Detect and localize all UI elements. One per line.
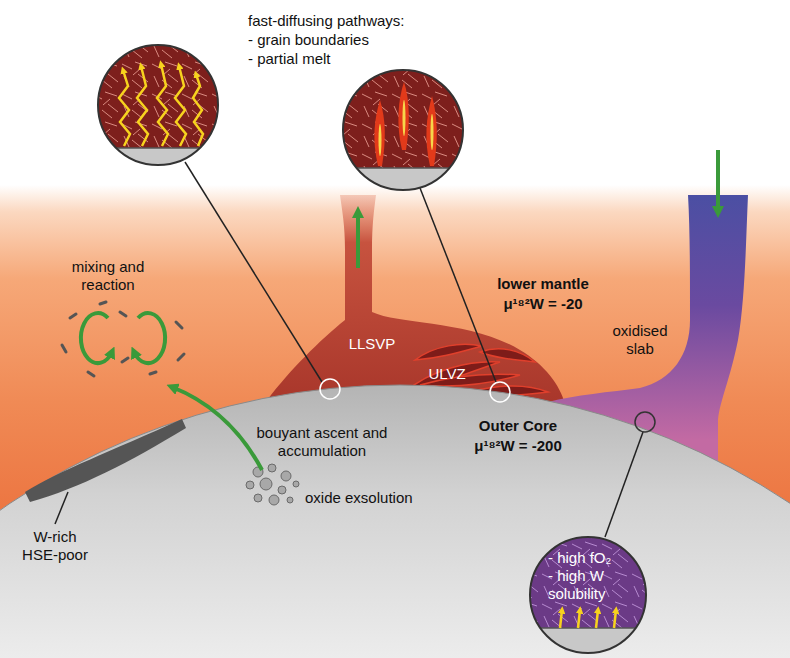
grain-boundary-inset (98, 45, 218, 165)
slab-inset (530, 627, 646, 629)
inset-circle: - high fO₂- high W solubility (546, 548, 644, 604)
slab-inset (530, 537, 646, 653)
mixing-dashes (176, 322, 182, 328)
grain-boundary-inset (193, 74, 203, 146)
ulvz-patches (480, 349, 535, 362)
slab-inset (596, 610, 598, 628)
slab-inset (530, 537, 646, 653)
callout-circles (635, 412, 655, 432)
slab-inset (560, 610, 616, 628)
mixing-dashes (178, 354, 184, 360)
inset-heading: fast-diffusing pathways: (248, 12, 404, 30)
leader-lines (55, 492, 68, 524)
slab-inset (614, 610, 616, 628)
flow-arrows (356, 212, 360, 268)
grain-boundary-inset (157, 64, 168, 146)
grain-boundary-inset (98, 45, 218, 168)
mixing-arrows (81, 313, 165, 363)
slab-inset (530, 537, 646, 654)
w-rich-deposit (25, 419, 186, 502)
slab-inset (530, 537, 646, 654)
partial-melt-inset (379, 100, 434, 156)
oxide-droplets (269, 495, 279, 505)
oxide-droplets (281, 471, 291, 481)
node-text: LLSVP (349, 335, 396, 353)
grain-boundary-inset (98, 45, 218, 165)
region-label: ULVZ (428, 365, 465, 383)
slab-inset (530, 628, 646, 654)
leader-lines (420, 188, 496, 382)
mixing-dashes (88, 372, 94, 376)
grain-boundary-inset (137, 66, 148, 146)
slab-inset (560, 610, 562, 628)
flow-arrows (172, 387, 262, 470)
partial-melt-inset (374, 100, 384, 166)
process-label: mixing and reaction (52, 258, 164, 294)
region-label: Outer Core (479, 417, 557, 435)
flow-arrows (716, 150, 720, 212)
isotope-value: μ¹⁸²W = -200 (474, 437, 562, 455)
oxide-droplets (246, 481, 254, 489)
node-text: oxidised slab (603, 322, 677, 358)
llsvp-region: LLSVP (347, 334, 398, 354)
oxide-droplets (246, 464, 299, 505)
node-text: - high W solubility (548, 567, 642, 603)
mixing-dashes (150, 372, 156, 374)
mixing-dashes (100, 302, 106, 304)
oxide-droplets (287, 497, 293, 503)
grain-boundary-inset (98, 45, 218, 168)
mixing-arrows (134, 313, 165, 363)
partial-melt-inset (403, 100, 406, 136)
grain-boundary-inset (175, 66, 186, 146)
oxide-droplets (254, 494, 262, 502)
oxide-droplets (293, 481, 299, 487)
slab-region: oxidised slab (601, 321, 679, 359)
leader-lines (185, 162, 322, 382)
partial-melt-inset (343, 167, 463, 169)
partial-melt-inset (426, 96, 436, 166)
mixing-dashes (122, 358, 128, 362)
callout-circles (320, 379, 340, 399)
flow-arrows (172, 150, 718, 470)
ulvz-patches (415, 344, 482, 360)
grain-boundary-inset (119, 70, 130, 146)
leader-lines (605, 432, 643, 537)
partial-melt-inset (343, 70, 463, 190)
partial-melt-inset (379, 124, 382, 156)
oxide-droplets (268, 464, 276, 472)
process-label: bouyant ascent and accumulation (252, 424, 392, 460)
mixing-dashes (120, 312, 126, 316)
grain-boundary-inset (119, 64, 203, 146)
inset-list-item: - grain boundaries (248, 31, 369, 49)
process-label: oxide exsolution (305, 489, 413, 507)
outer-core (0, 385, 790, 658)
leader-lines (55, 162, 643, 537)
oxide-droplets (260, 478, 272, 490)
mixing-dashes (62, 302, 184, 376)
deposit-label: W-rich HSE-poor (17, 528, 93, 564)
slab-inset (578, 610, 580, 628)
partial-melt-inset (398, 82, 408, 150)
inset-list-item: - partial melt (248, 50, 331, 68)
partial-melt-inset (343, 70, 463, 190)
mixing-dashes (70, 314, 76, 318)
partial-melt-inset (343, 168, 463, 190)
mixing-dashes (62, 345, 66, 352)
partial-melt-inset (431, 114, 434, 150)
node-text: - high fO₂ (548, 549, 642, 567)
region-label: lower mantle (497, 275, 589, 293)
isotope-value: μ¹⁸²W = -20 (503, 295, 582, 313)
partial-melt-inset (343, 70, 463, 190)
oxide-droplets (278, 486, 286, 494)
partial-melt-inset (343, 70, 463, 190)
mixing-arrows (81, 313, 112, 363)
callout-circles (490, 382, 510, 402)
partial-melt-inset (374, 82, 436, 166)
